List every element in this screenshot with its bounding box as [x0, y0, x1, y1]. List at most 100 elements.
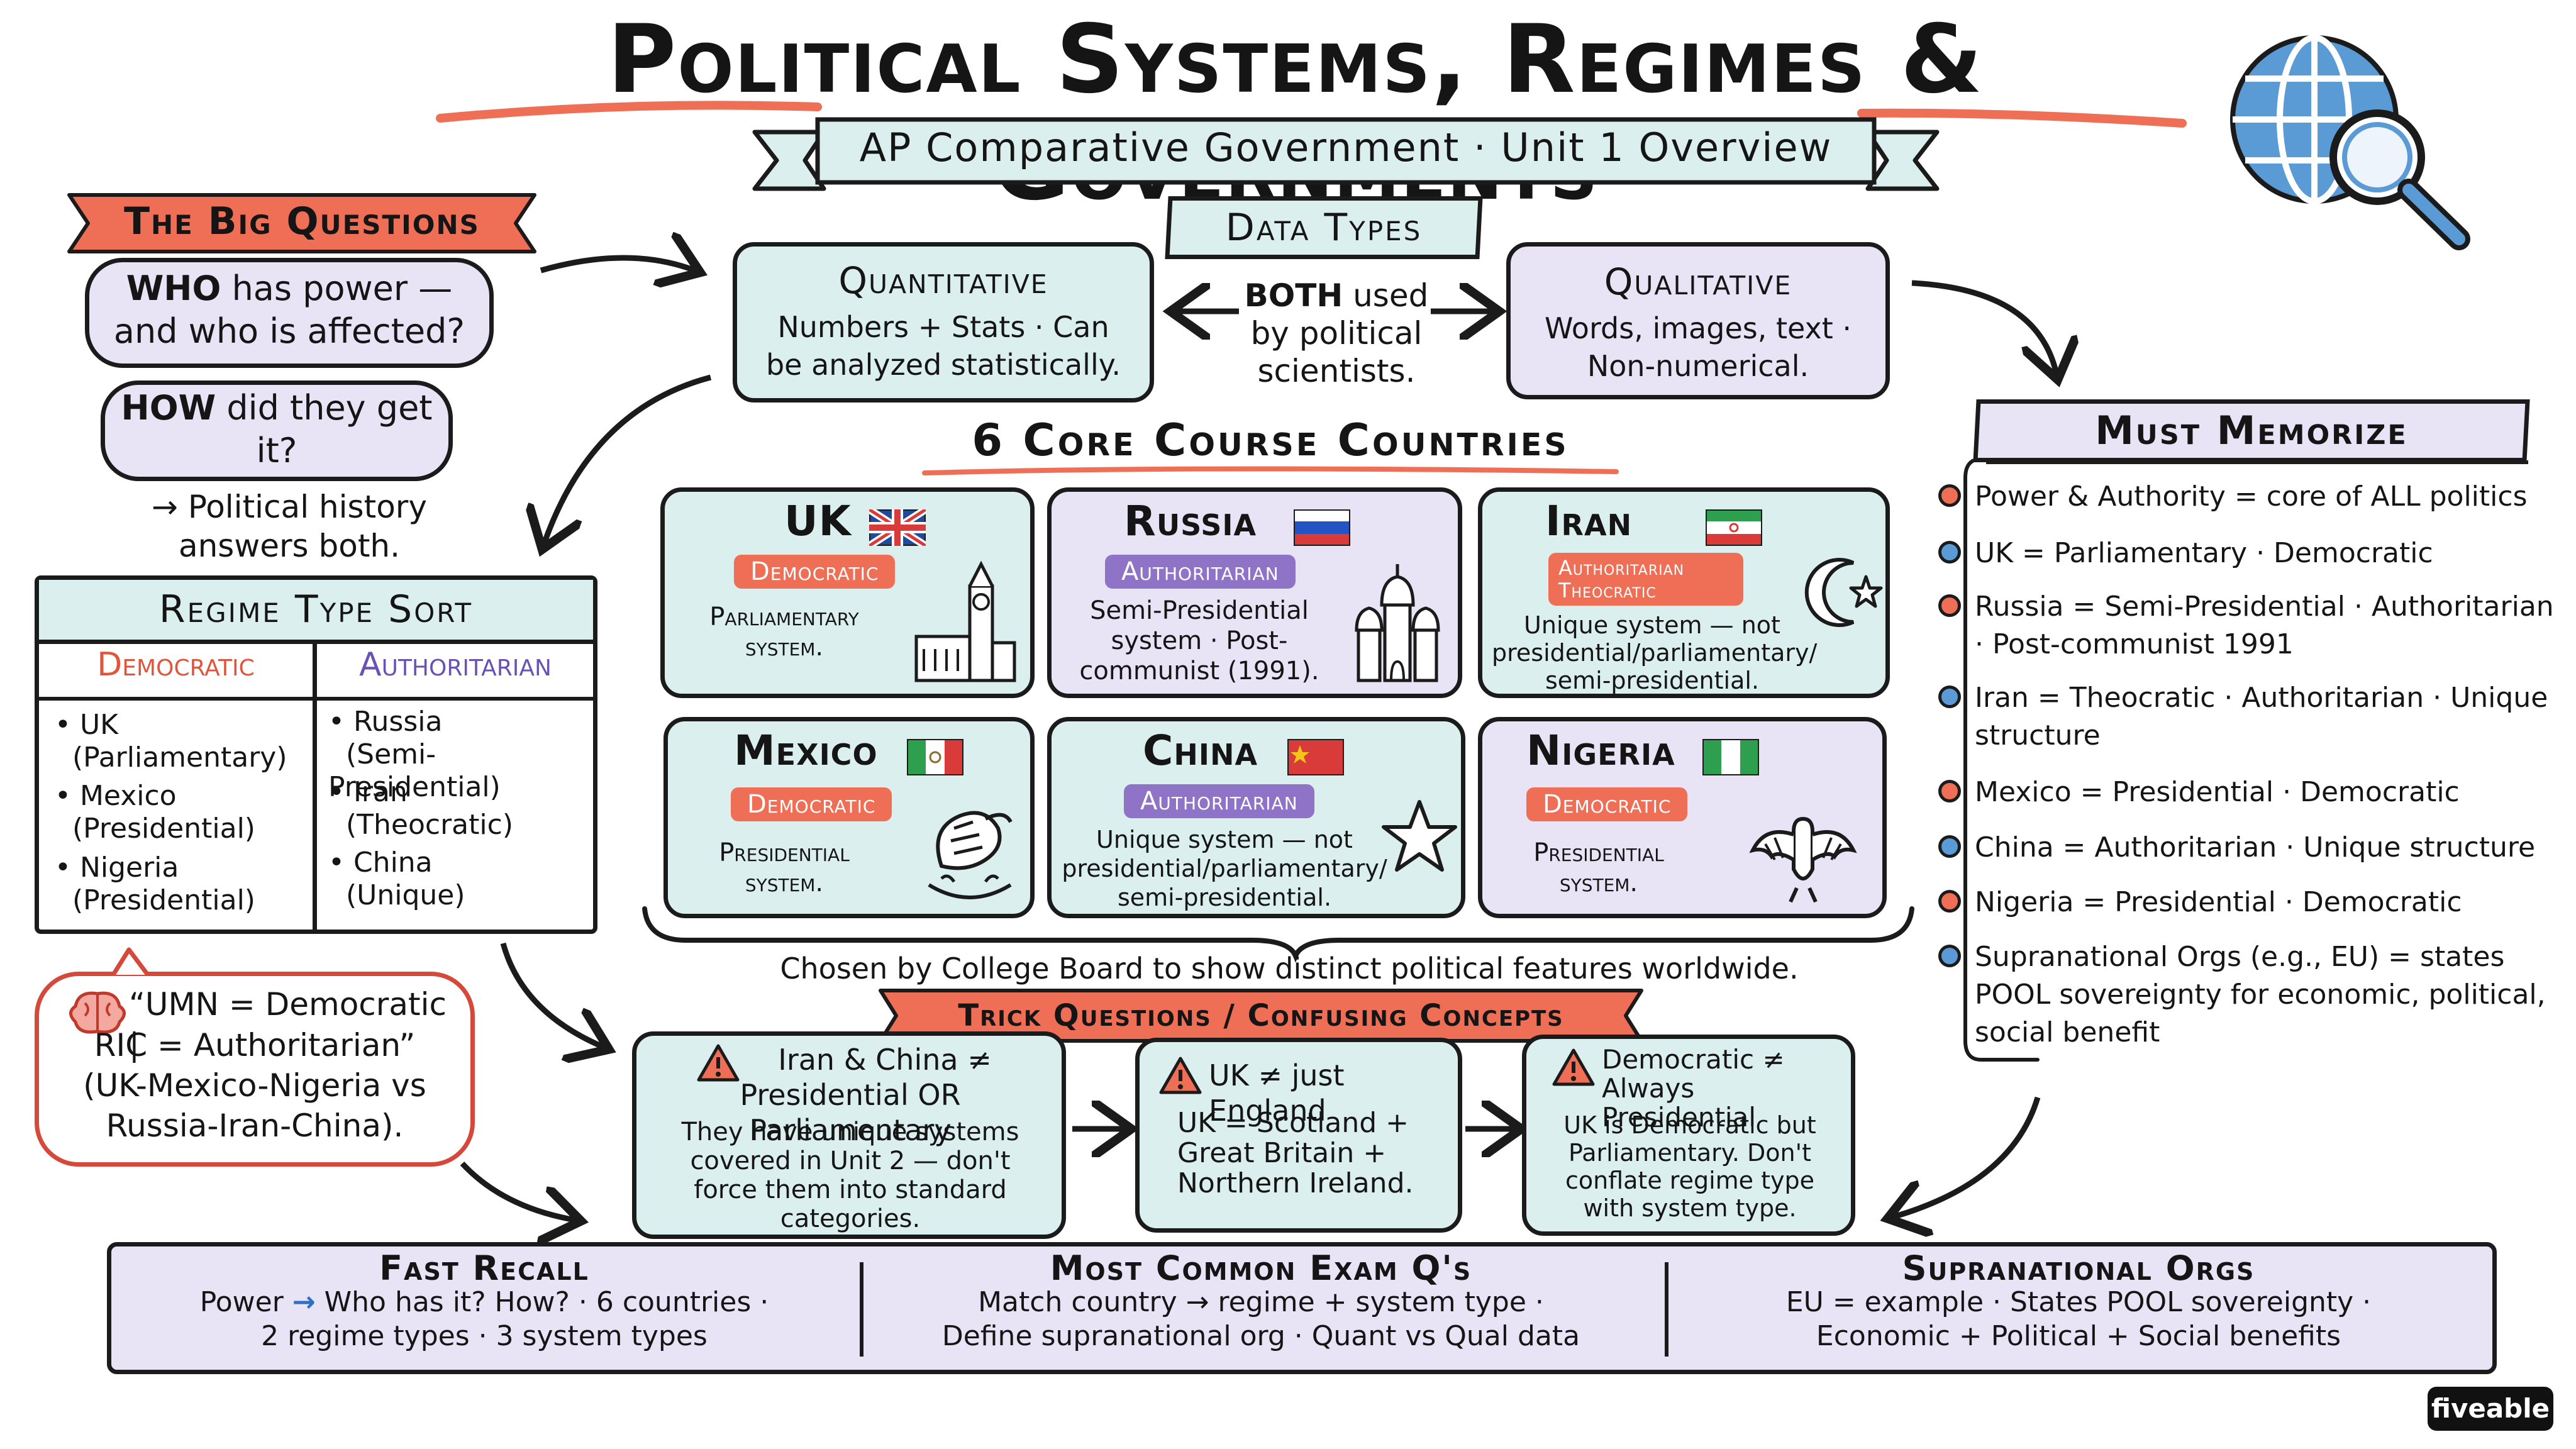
footer-exam-q: Most Common Exam Q's Match country → reg… — [862, 1252, 1660, 1353]
dem-item: • UK (Parliamentary) — [55, 709, 287, 774]
country-desc-nigeria: Presidential system. — [1533, 838, 1664, 897]
crescent-star-icon — [1804, 558, 1883, 627]
footer-divider — [1665, 1262, 1668, 1357]
regime-sort-divider — [313, 640, 317, 934]
country-desc-uk: Parliamentary system. — [709, 602, 859, 662]
country-name-iran: Iran — [1545, 497, 1633, 545]
iran-flag-icon — [1706, 509, 1762, 546]
country-name-russia: Russia — [1124, 497, 1257, 545]
core-countries-heading: 6 Core Course Countries — [972, 414, 1569, 466]
country-card-nigeria: Nigeria Democratic Presidential system. — [1478, 717, 1887, 918]
warning-icon — [697, 1044, 740, 1082]
big-questions-answer: → Political history answers both. — [152, 489, 427, 564]
question-who: WHO has power — and who is affected? — [113, 269, 465, 351]
regime-badge-nigeria: Democratic — [1526, 787, 1688, 821]
memorize-item: Power & Authority = core of ALL politics — [1938, 478, 2560, 516]
trick-card-2: UK ≠ just England UK = Scotland + Great … — [1135, 1038, 1462, 1233]
trick-title-3: Democratic ≠ Always Presidential — [1602, 1044, 1785, 1133]
exam-q-line-1: Match country → regime + system type · — [978, 1286, 1544, 1318]
trick-heading: Trick Questions / Confusing Concepts — [958, 998, 1564, 1033]
footer-divider — [860, 1262, 863, 1357]
bullet-dot — [1938, 890, 1961, 913]
trick-card-3: Democratic ≠ Always Presidential UK is D… — [1522, 1035, 1855, 1236]
quantitative-desc: Numbers + Stats · Can be analyzed statis… — [765, 310, 1121, 382]
star-icon — [1382, 800, 1457, 872]
footer-fast-recall: Fast Recall Power → Who has it? How? · 6… — [113, 1252, 855, 1353]
question-bubble-who — [85, 258, 494, 368]
trick-desc-2: UK = Scotland + Great Britain + Northern… — [1177, 1107, 1414, 1199]
country-name-china: China — [1143, 726, 1258, 775]
col-democratic: Democratic — [97, 646, 255, 684]
brain-icon — [69, 991, 126, 1034]
exam-q-line-2: Define supranational org · Quant vs Qual… — [941, 1320, 1580, 1352]
country-card-iran: Iran Authoritarian Theocratic Unique sys… — [1478, 487, 1890, 698]
data-types-heading: Data Types — [1225, 206, 1423, 250]
country-name-uk: UK — [784, 497, 852, 545]
quantitative-title: Quantitative — [838, 259, 1048, 302]
memorize-item: UK = Parliamentary · Democratic — [1938, 535, 2560, 572]
memorize-item: Iran = Theocratic · Authoritarian · Uniq… — [1938, 679, 2560, 755]
bullet-dot — [1938, 484, 1961, 507]
trick-title-1: Iran & China ≠ Presidential OR Parliamen… — [740, 1043, 992, 1147]
country-desc-iran: Unique system — not presidential/parliam… — [1492, 611, 1818, 694]
both-note: BOTH used by political scientists. — [1244, 277, 1429, 389]
memorize-item: Nigeria = Presidential · Democratic — [1938, 884, 2560, 921]
col-authoritarian: Authoritarian — [359, 646, 552, 684]
country-name-nigeria: Nigeria — [1526, 726, 1675, 775]
dem-item: • Mexico (Presidential) — [55, 780, 255, 845]
memorize-item: Russia = Semi-Presidential · Authoritari… — [1938, 588, 2560, 663]
mnemonic-line-3: (UK-Mexico-Nigeria vs — [83, 1067, 426, 1104]
country-name-mexico: Mexico — [734, 726, 878, 775]
question-how: HOW did they get it? — [121, 388, 433, 470]
core-countries-caption: Chosen by College Board to show distinct… — [780, 952, 1799, 985]
mexico-flag-icon — [907, 739, 963, 775]
mnemonic-line-1: “UMN = Democratic | — [129, 986, 447, 1063]
qualitative-desc: Words, images, text · Non-numerical. — [1545, 311, 1852, 383]
trick-card-1: Iran & China ≠ Presidential OR Parliamen… — [632, 1031, 1066, 1239]
supra-line-2: Economic + Political + Social benefits — [1816, 1320, 2341, 1352]
qualitative-card: Qualitative Words, images, text · Non-nu… — [1506, 242, 1890, 399]
subtitle-ribbon — [752, 117, 1940, 191]
blue-arrow-icon: → — [292, 1286, 316, 1318]
regime-sort-header-line — [39, 697, 593, 701]
supra-line-1: EU = example · States POOL sovereignty · — [1785, 1286, 2372, 1318]
fiveable-logo: fiveable — [2428, 1387, 2553, 1431]
warning-icon — [1552, 1048, 1595, 1086]
country-desc-china: Unique system — not presidential/parliam… — [1062, 826, 1387, 911]
supra-heading: Supranational Orgs — [1902, 1248, 2255, 1288]
footer-supra: Supranational Orgs EU = example · States… — [1667, 1252, 2490, 1353]
must-memorize-heading: Must Memorize — [2095, 408, 2408, 453]
aut-item: • Iran (Theocratic) — [328, 776, 513, 841]
mexican-eagle-icon — [928, 811, 1013, 899]
bullet-dot — [1938, 686, 1961, 708]
china-flag-icon — [1287, 739, 1344, 775]
quantitative-card: Quantitative Numbers + Stats · Can be an… — [733, 242, 1154, 402]
regime-sort-table: Regime Type Sort Democratic Authoritaria… — [35, 575, 597, 934]
regime-badge-china: Authoritarian — [1124, 784, 1314, 818]
page-title: Political Systems, Regimes & Governments — [607, 5, 1984, 220]
big-ben-icon — [914, 561, 1016, 682]
question-bubble-how — [101, 380, 453, 481]
regime-badge-iran: Authoritarian Theocratic — [1548, 553, 1743, 606]
bullet-dot — [1938, 541, 1961, 564]
country-card-china: China Authoritarian Unique system — not … — [1047, 717, 1465, 918]
country-card-mexico: Mexico Democratic Presidential system. — [663, 717, 1035, 918]
warning-icon — [1159, 1057, 1202, 1094]
exam-q-heading: Most Common Exam Q's — [1050, 1248, 1472, 1288]
trick-desc-1: They have unique systems covered in Unit… — [681, 1118, 1019, 1233]
uk-flag-icon — [869, 509, 926, 546]
nigeria-flag-icon — [1702, 739, 1759, 775]
globe-magnifier-icon — [2230, 35, 2470, 250]
nigeria-eagle-icon — [1749, 816, 1857, 903]
memorize-item: China = Authoritarian · Unique structure — [1938, 829, 2560, 867]
aut-item: • Russia (Semi-Presidential) — [328, 706, 501, 803]
fast-recall-heading: Fast Recall — [379, 1248, 589, 1288]
memorize-item: Mexico = Presidential · Democratic — [1938, 774, 2560, 811]
bubble-tail — [111, 947, 150, 977]
dem-item: • Nigeria (Presidential) — [55, 852, 255, 916]
regime-badge-uk: Democratic — [734, 555, 896, 589]
big-questions-banner — [67, 193, 536, 253]
country-card-uk: UK Democratic Parliamentary system. — [660, 487, 1035, 698]
russia-flag-icon — [1294, 509, 1350, 546]
regime-sort-heading: Regime Type Sort — [39, 580, 593, 644]
